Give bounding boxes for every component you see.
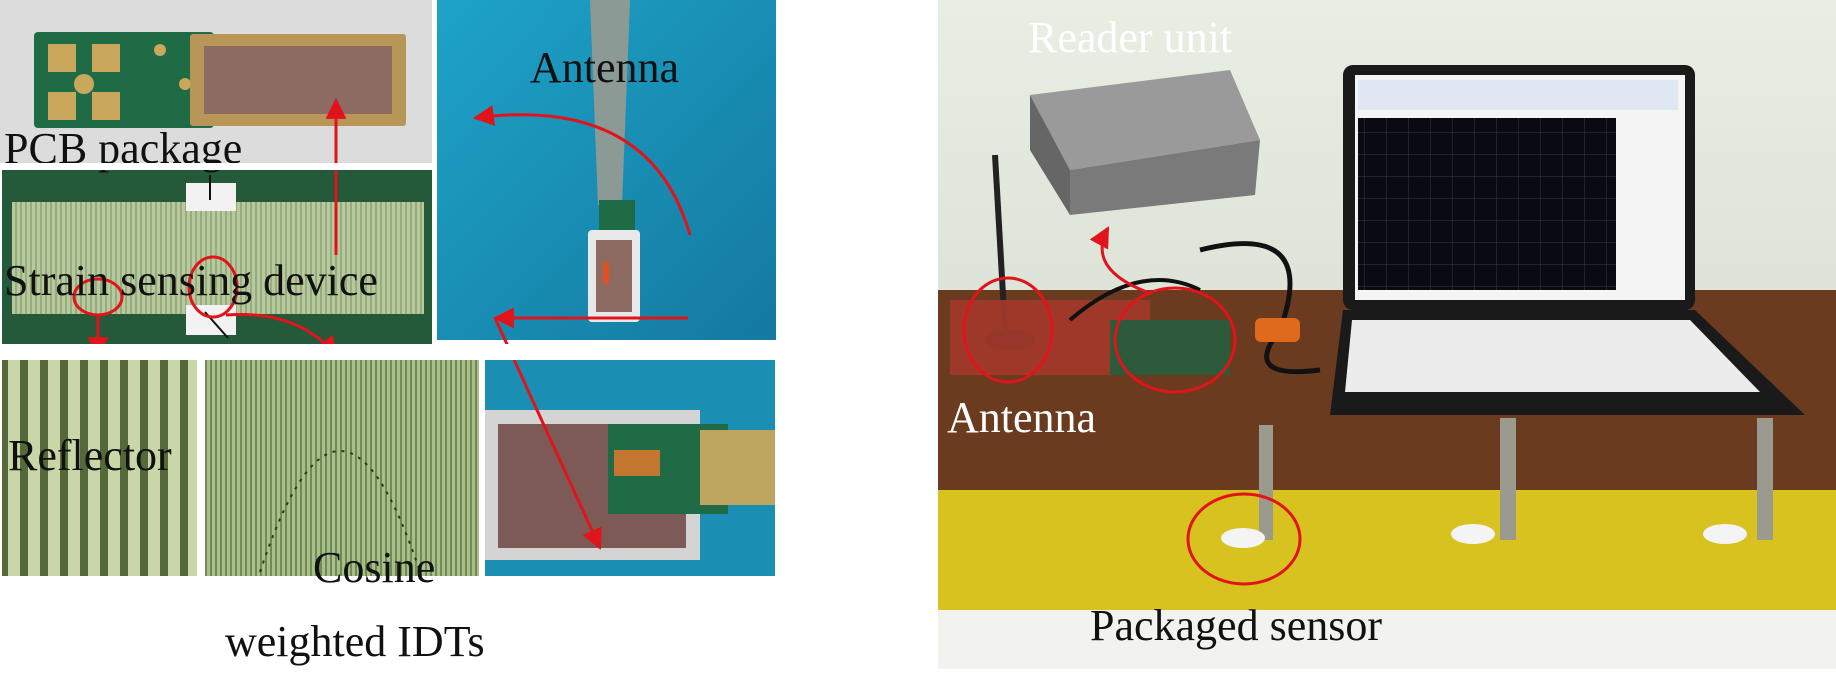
label-cosine: Cosine: [313, 543, 435, 592]
package-cavity: [204, 46, 392, 114]
right-panel: Reader unit Antenna Packaged sensor: [938, 0, 1836, 669]
reflector-photo: [2, 360, 197, 576]
reader-board: [1110, 241, 1321, 375]
label-strain-sensing-device: Strain sensing device: [4, 256, 378, 305]
left-panel: PCB package Antenna Strain sensing devic…: [0, 0, 776, 666]
idt-circle: [187, 255, 239, 319]
laptop-plot-screen: [1358, 118, 1616, 290]
packaged-sensor-circle: [1186, 492, 1302, 586]
label-reflector: Reflector: [8, 431, 172, 480]
laptop: [1330, 65, 1805, 415]
reader-board-circle: [1113, 286, 1237, 394]
label-antenna-left: Antenna: [530, 43, 679, 92]
label-packaged-sensor: Packaged sensor: [1090, 601, 1382, 650]
idt-photo: [205, 360, 479, 576]
antenna-connector-pcb: [599, 200, 635, 230]
label-weighted-idts: weighted IDTs: [225, 617, 485, 666]
pcb-board: [34, 32, 214, 128]
arrow-antenna-to-package: [472, 105, 692, 236]
sensor-posts: [1221, 418, 1773, 548]
arrow-board-to-reader: [1089, 226, 1153, 296]
yellow-board: [938, 490, 1836, 610]
label-antenna-right: Antenna: [947, 393, 1096, 442]
cosine-envelope: [259, 450, 421, 573]
label-reader-unit: Reader unit: [1028, 13, 1232, 62]
panel-separators: [0, 0, 938, 679]
package-closeup-photo: [485, 360, 775, 576]
antenna-circle: [962, 276, 1054, 384]
antenna-rod: [590, 0, 630, 205]
strain-device-photo: [2, 170, 432, 344]
pcb-package-photo: [0, 0, 432, 163]
antenna-photo: [437, 0, 776, 340]
right-annotations: [962, 226, 1302, 586]
reader-unit-photo: [1030, 70, 1260, 215]
